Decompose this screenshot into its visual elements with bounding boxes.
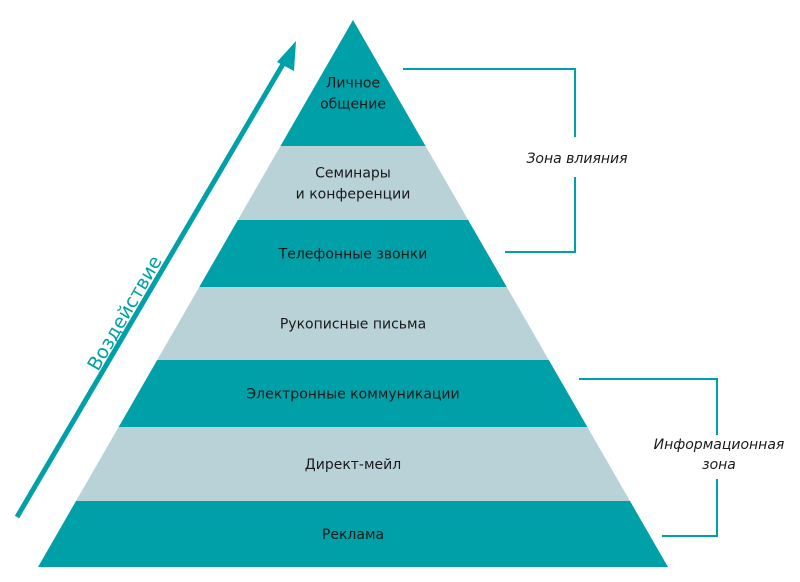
impact-arrow <box>14 41 296 519</box>
pyramid-level-label: Рукописные письма <box>280 317 426 333</box>
pyramid-level: Личное общение <box>280 20 426 146</box>
pyramid-band <box>38 501 668 567</box>
pyramid-band <box>118 360 588 427</box>
pyramid-band <box>157 287 549 360</box>
pyramid-level: Рукописные письма <box>157 287 549 360</box>
information-zone-label-line-1: Информационная <box>654 437 785 453</box>
pyramid-level: Реклама <box>38 501 668 567</box>
pyramid-level-label: Личное <box>326 76 380 92</box>
pyramid-level: Семинары и конференции <box>237 146 469 220</box>
pyramid-level-label: общение <box>320 97 386 113</box>
pyramid-level-label: Электронные коммуникации <box>246 387 459 403</box>
pyramid-band <box>237 146 469 220</box>
pyramid-level-label: Семинары <box>315 166 391 182</box>
pyramid-band <box>76 427 630 501</box>
pyramid-level: Директ-мейл <box>76 427 630 501</box>
pyramid-level-label: Телефонные звонки <box>278 247 428 263</box>
information-zone-label-line-2: зона <box>702 457 736 473</box>
pyramid-level-label: и конференции <box>296 187 411 203</box>
pyramid-level-label: Реклама <box>322 527 384 543</box>
pyramid-band <box>280 20 426 146</box>
information-zone-bracket <box>579 378 718 537</box>
influence-zone-bracket <box>403 68 576 253</box>
pyramid-level-label: Директ-мейл <box>305 457 401 473</box>
pyramid-level: Электронные коммуникации <box>118 360 588 427</box>
influence-zone-label: Зона влияния <box>526 151 627 167</box>
impact-axis-label: Воздействие <box>83 252 166 374</box>
pyramid-band <box>199 220 507 287</box>
pyramid-level: Телефонные звонки <box>199 220 507 287</box>
